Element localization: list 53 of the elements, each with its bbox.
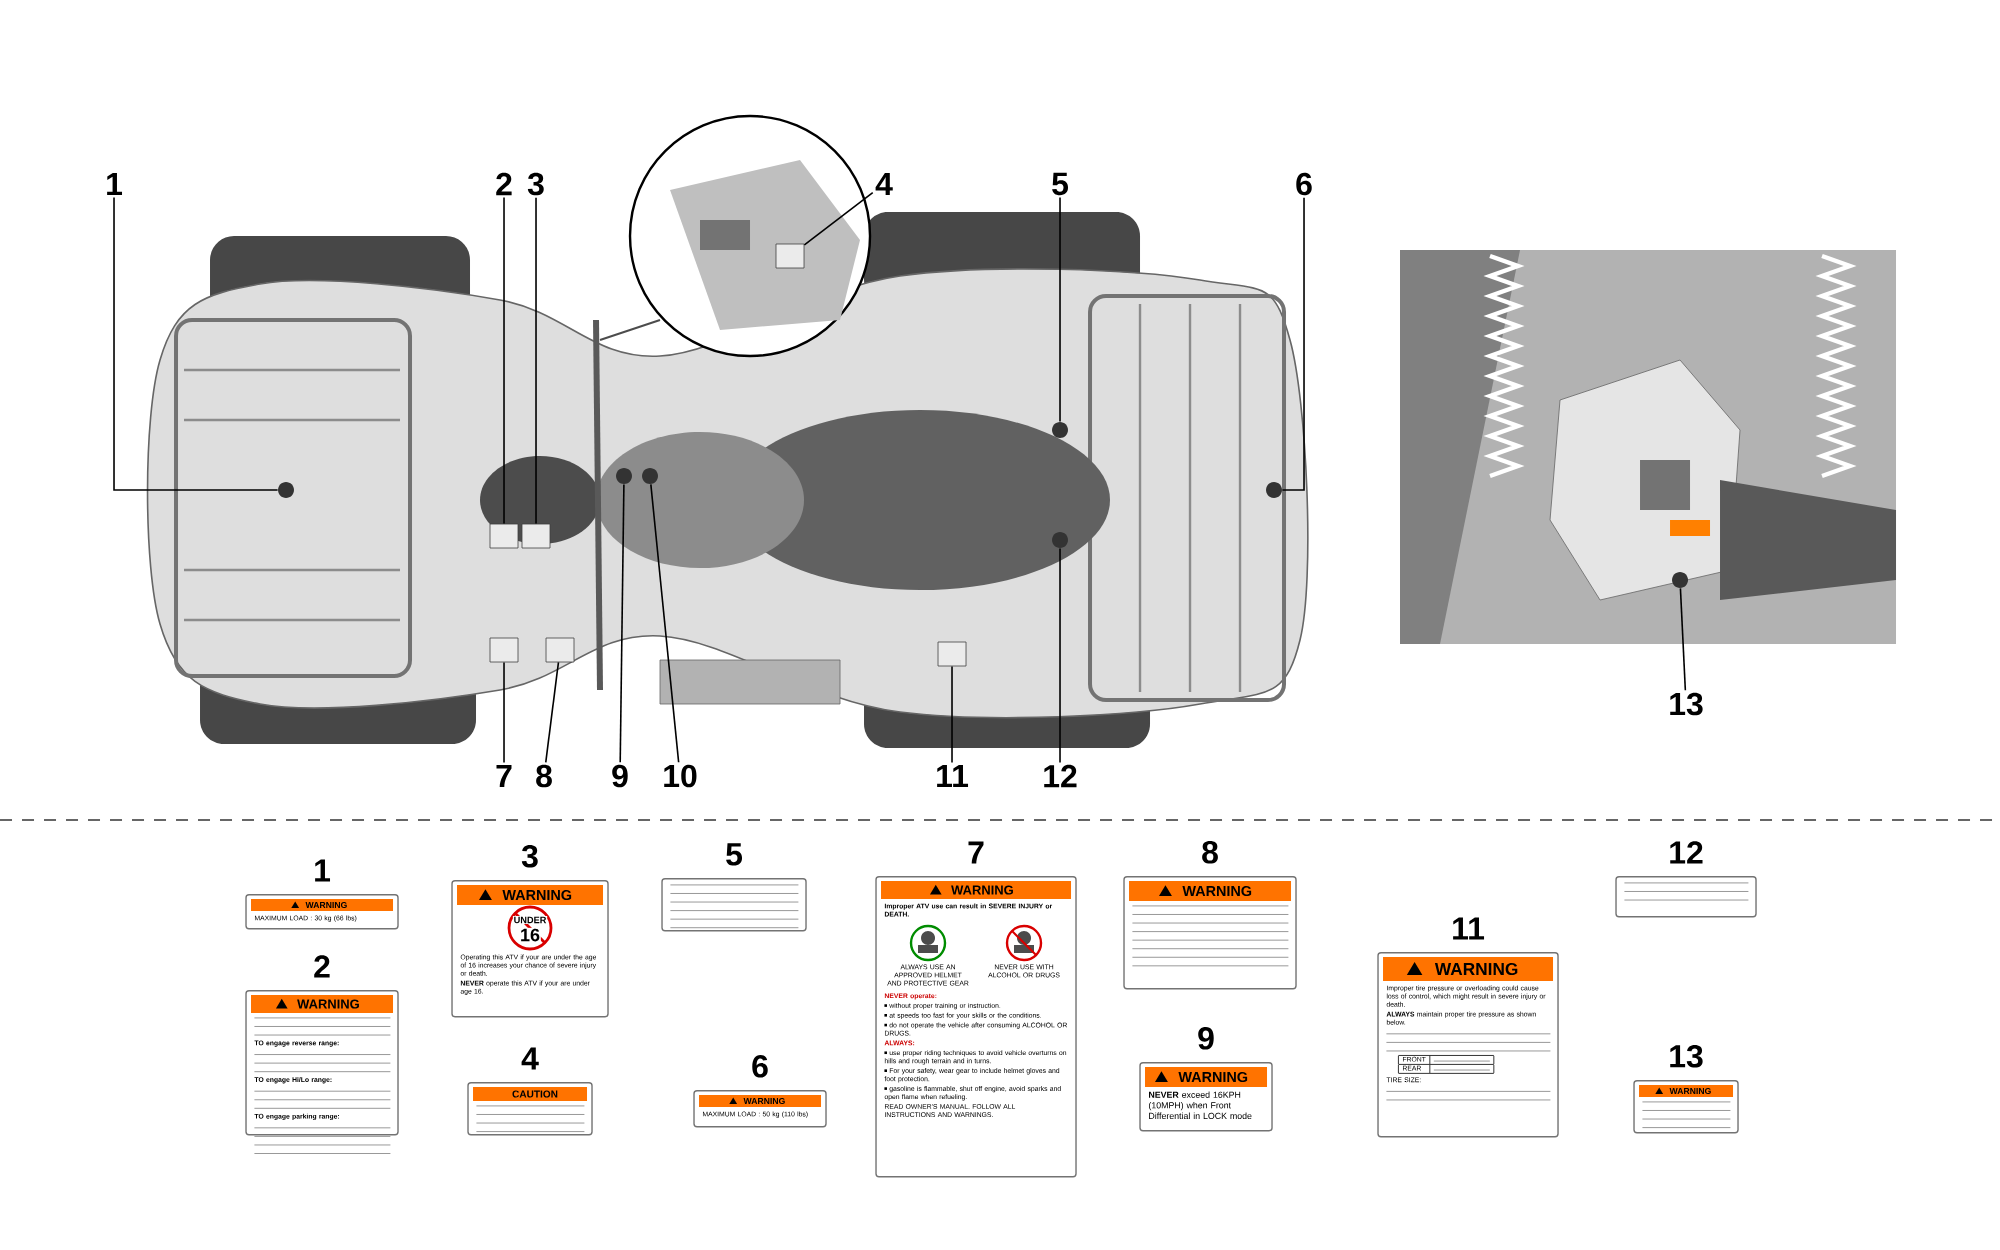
callout-number: 6 xyxy=(752,1054,768,1078)
marker-dot xyxy=(1052,422,1068,438)
callout-number: 13 xyxy=(1670,692,1703,716)
marker-dot xyxy=(642,468,658,484)
decal-spot xyxy=(775,243,805,269)
decal-spot xyxy=(489,523,519,549)
callout-number: 9 xyxy=(612,764,628,788)
leader-line xyxy=(619,483,625,764)
callout-number: 10 xyxy=(664,764,697,788)
callout-number: 8 xyxy=(536,764,552,788)
callout-number: 1 xyxy=(107,173,122,195)
warning-decal xyxy=(661,878,807,932)
leader-line xyxy=(803,191,874,246)
marker-dot xyxy=(1672,572,1688,588)
decal-spot xyxy=(545,637,575,663)
leader-line xyxy=(544,661,560,764)
callout-number: 12 xyxy=(1670,841,1703,864)
warning-decal xyxy=(1615,876,1757,918)
leader-line xyxy=(951,665,953,764)
marker-dot xyxy=(1052,532,1068,548)
callout-number: 5 xyxy=(1052,172,1069,196)
callout-number: 12 xyxy=(1044,764,1077,788)
callout-number: 7 xyxy=(496,765,512,787)
marker-dot xyxy=(1266,482,1282,498)
callout-number: 11 xyxy=(1453,917,1485,940)
callout-number: 7 xyxy=(968,841,984,864)
callout-number: 5 xyxy=(726,843,742,866)
callout-number: 4 xyxy=(875,173,893,195)
decal-spot xyxy=(937,641,967,667)
callout-number: 9 xyxy=(1198,1026,1214,1050)
leader-line xyxy=(503,196,505,525)
leader-line xyxy=(1281,196,1305,491)
decal-spot xyxy=(521,523,551,549)
callout-number: 8 xyxy=(1202,840,1218,864)
callout-number: 11 xyxy=(937,765,969,787)
leader-line xyxy=(1679,587,1687,692)
decal-spot xyxy=(489,637,519,663)
callout-number: 13 xyxy=(1670,1044,1703,1068)
callout-number: 3 xyxy=(521,844,538,868)
callout-number: 4 xyxy=(521,1047,539,1070)
leader-line xyxy=(1059,547,1061,764)
marker-dot xyxy=(616,468,632,484)
callout-number: 3 xyxy=(527,172,544,196)
leader-line xyxy=(113,196,279,491)
leader-line xyxy=(650,483,680,764)
callout-number: 2 xyxy=(314,955,330,978)
leader-line xyxy=(503,661,505,764)
callout-number: 6 xyxy=(1296,172,1312,196)
marker-dot xyxy=(278,482,294,498)
leader-line xyxy=(1059,196,1061,423)
leader-line xyxy=(535,196,537,525)
callout-number: 1 xyxy=(315,859,330,882)
callout-number: 2 xyxy=(496,172,512,196)
